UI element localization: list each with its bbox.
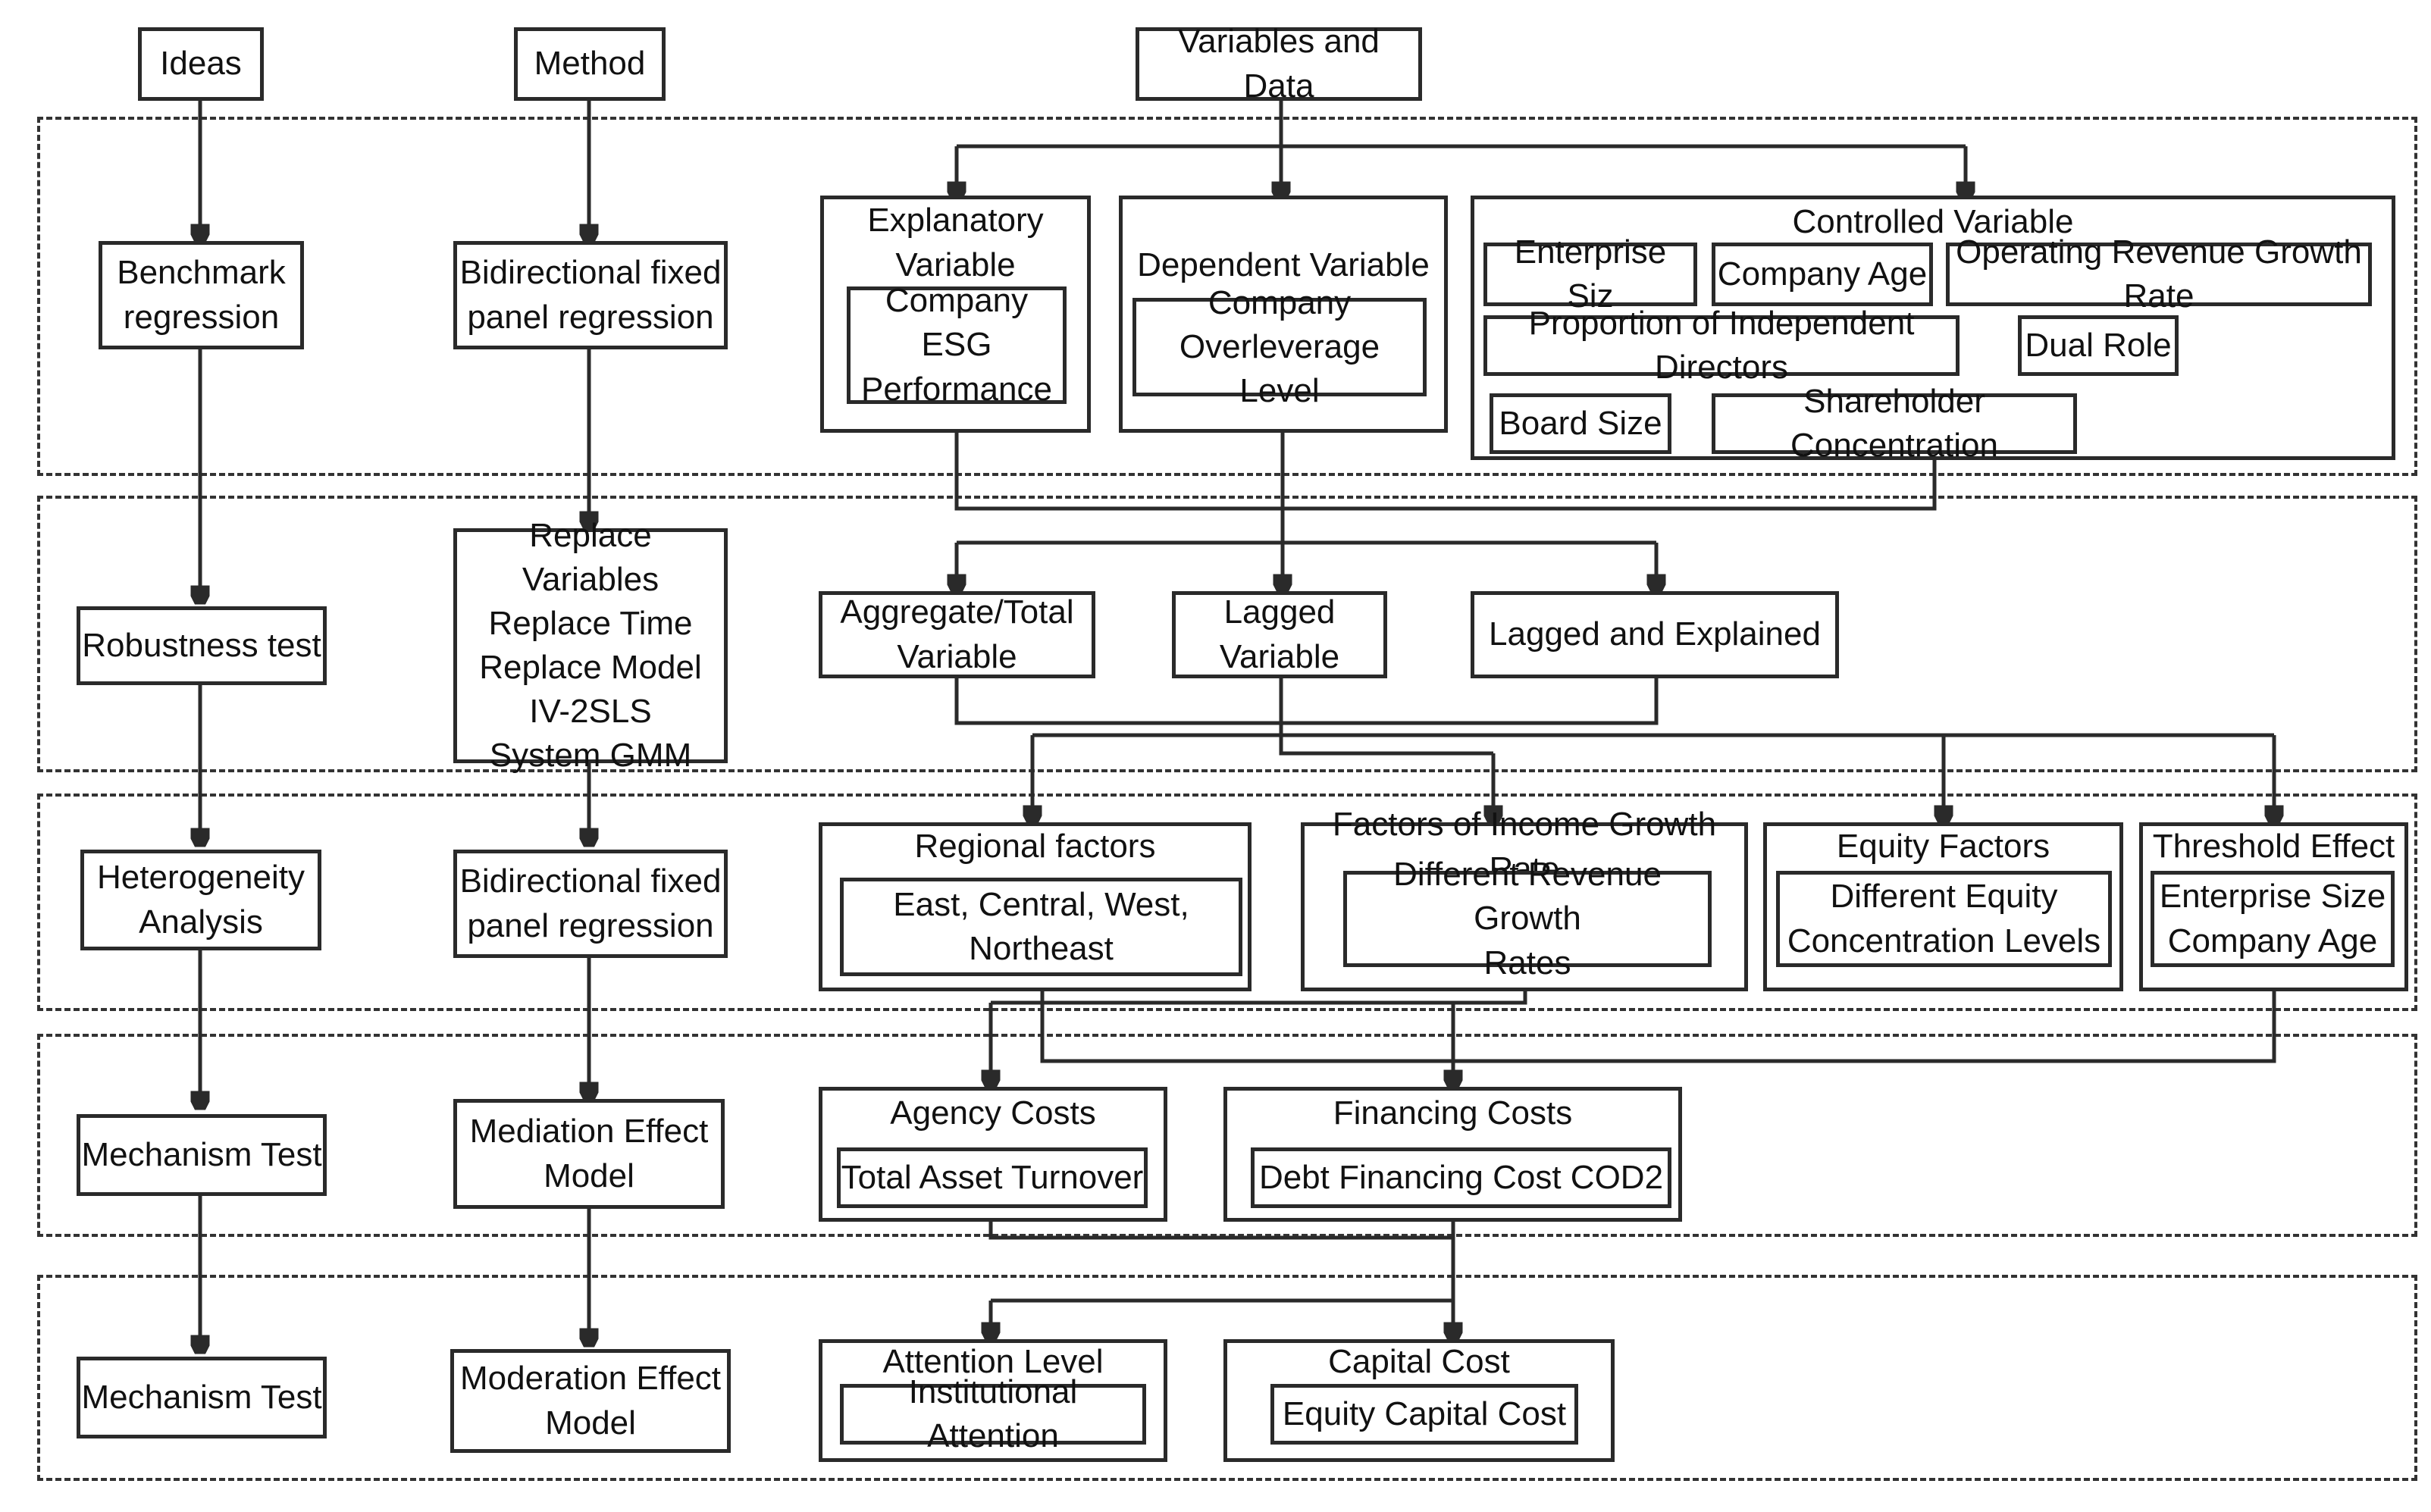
header-variables-and-data: Variables and Data (1136, 23, 1422, 105)
idea-mechanism-test-moderation: Mechanism Test (77, 1357, 327, 1438)
merge-line-row3 (1040, 991, 2276, 1063)
section-heterogeneity (37, 794, 2417, 1011)
section-moderation (37, 1275, 2417, 1481)
header-method: Method (514, 27, 666, 101)
control-shareholder-concentration: Shareholder Concentration (1712, 383, 2077, 464)
enterprise-size-company-age: Enterprise Size Company Age (2151, 871, 2395, 967)
debt-financing-cost-cod2: Debt Financing Cost COD2 (1251, 1147, 1671, 1208)
control-independent-directors: Proportion of Independent Directors (1483, 305, 1960, 386)
threshold-effect-title: Threshold Effect (2152, 828, 2395, 866)
controlled-variable-title: Controlled Variable (1792, 202, 2074, 240)
control-enterprise-size: Enterprise Siz (1483, 233, 1697, 315)
method-moderation-effect-model: Moderation Effect Model (450, 1349, 731, 1453)
idea-robustness-test: Robustness test (77, 606, 327, 685)
lagged-variable: Lagged Variable (1172, 591, 1387, 678)
method-bidirectional-fixed-panel-1: Bidirectional fixed panel regression (453, 241, 728, 349)
dependent-variable-title: Dependent Variable (1137, 246, 1430, 283)
total-asset-turnover: Total Asset Turnover (837, 1147, 1148, 1208)
aggregate-total-variable: Aggregate/Total Variable (819, 591, 1095, 678)
different-revenue-growth-rates: Different Revenue Growth Rates (1343, 856, 1712, 981)
explanatory-variable-title: Explanatory Variable (867, 202, 1044, 283)
merge-line-row1 (954, 433, 1937, 511)
merge-line-row2 (954, 678, 1659, 725)
company-esg-performance: Company ESG Performance (847, 282, 1067, 408)
equity-factors-title: Equity Factors (1836, 828, 2050, 866)
header-ideas: Ideas (138, 27, 264, 101)
branch-line-row4 (991, 991, 1527, 1005)
lagged-and-explained: Lagged and Explained (1471, 591, 1839, 678)
control-operating-revenue-growth-rate: Operating Revenue Growth Rate (1946, 233, 2372, 315)
regional-factors-title: Regional factors (914, 828, 1156, 866)
idea-mechanism-test-mediation: Mechanism Test (77, 1114, 327, 1196)
different-equity-concentration-levels: Different Equity Concentration Levels (1776, 871, 2112, 967)
attention-level-title: Attention Level (882, 1342, 1104, 1380)
method-mediation-effect-model: Mediation Effect Model (453, 1099, 725, 1209)
equity-capital-cost: Equity Capital Cost (1270, 1384, 1578, 1445)
control-board-size: Board Size (1490, 393, 1671, 454)
institutional-attention: Institutional Attention (840, 1373, 1146, 1454)
company-overleverage-level: Company Overleverage Level (1132, 284, 1427, 409)
section-benchmark (37, 117, 2417, 476)
method-robustness-replacements: Replace Variables Replace Time Replace M… (453, 517, 728, 774)
east-central-west-northeast: East, Central, West, Northeast (840, 878, 1242, 976)
idea-benchmark-regression: Benchmark regression (99, 241, 304, 349)
method-bidirectional-fixed-panel-2: Bidirectional fixed panel regression (453, 850, 728, 958)
control-company-age: Company Age (1712, 243, 1933, 306)
section-robustness (37, 496, 2417, 772)
idea-heterogeneity-analysis: Heterogeneity Analysis (80, 850, 321, 950)
merge-line-row4 (988, 1222, 1453, 1240)
branch-line-row3-lagged (1279, 678, 1493, 756)
capital-cost-title: Capital Cost (1328, 1342, 1510, 1380)
agency-costs-title: Agency Costs (890, 1094, 1096, 1132)
section-mediation (37, 1034, 2417, 1237)
control-dual-role: Dual Role (2018, 315, 2179, 376)
financing-costs-title: Financing Costs (1333, 1094, 1573, 1132)
